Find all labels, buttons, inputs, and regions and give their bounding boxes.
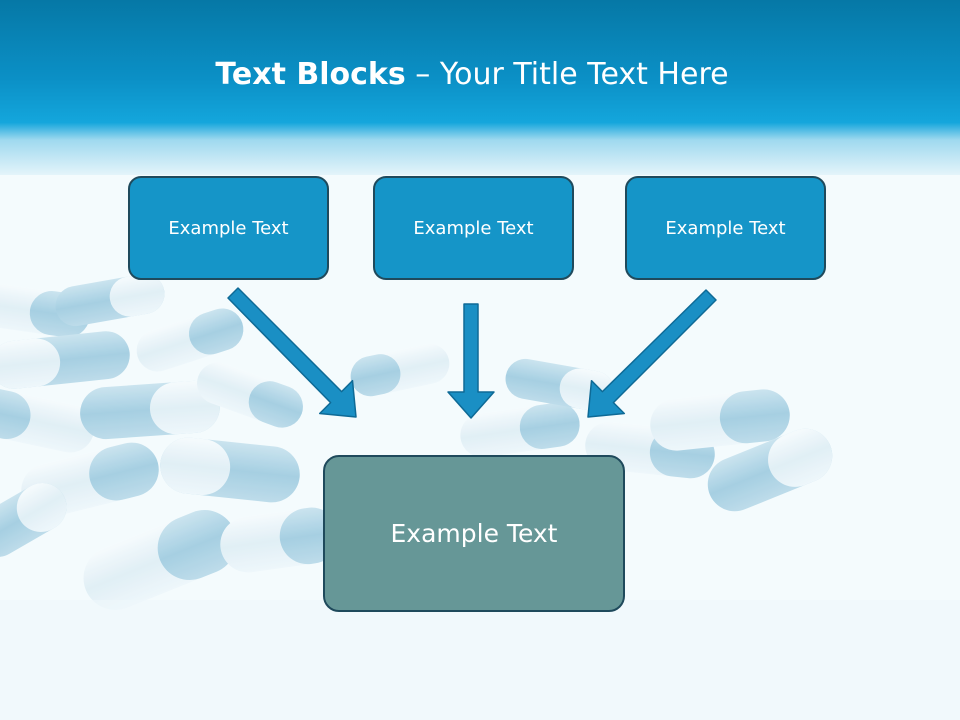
title-bold-part: Text Blocks (215, 57, 406, 92)
text-block-3-label: Example Text (665, 217, 786, 239)
title-separator: – (405, 57, 440, 92)
target-text-block[interactable]: Example Text (323, 455, 625, 612)
target-text-block-label: Example Text (390, 519, 558, 548)
title-rest: Your Title Text Here (439, 57, 729, 92)
text-block-1[interactable]: Example Text (128, 176, 329, 280)
slide-title: Text Blocks – Your Title Text Here (0, 52, 944, 98)
text-block-2-label: Example Text (413, 217, 534, 239)
header-band (0, 0, 960, 175)
text-block-3[interactable]: Example Text (625, 176, 826, 280)
text-block-2[interactable]: Example Text (373, 176, 574, 280)
text-block-1-label: Example Text (168, 217, 289, 239)
